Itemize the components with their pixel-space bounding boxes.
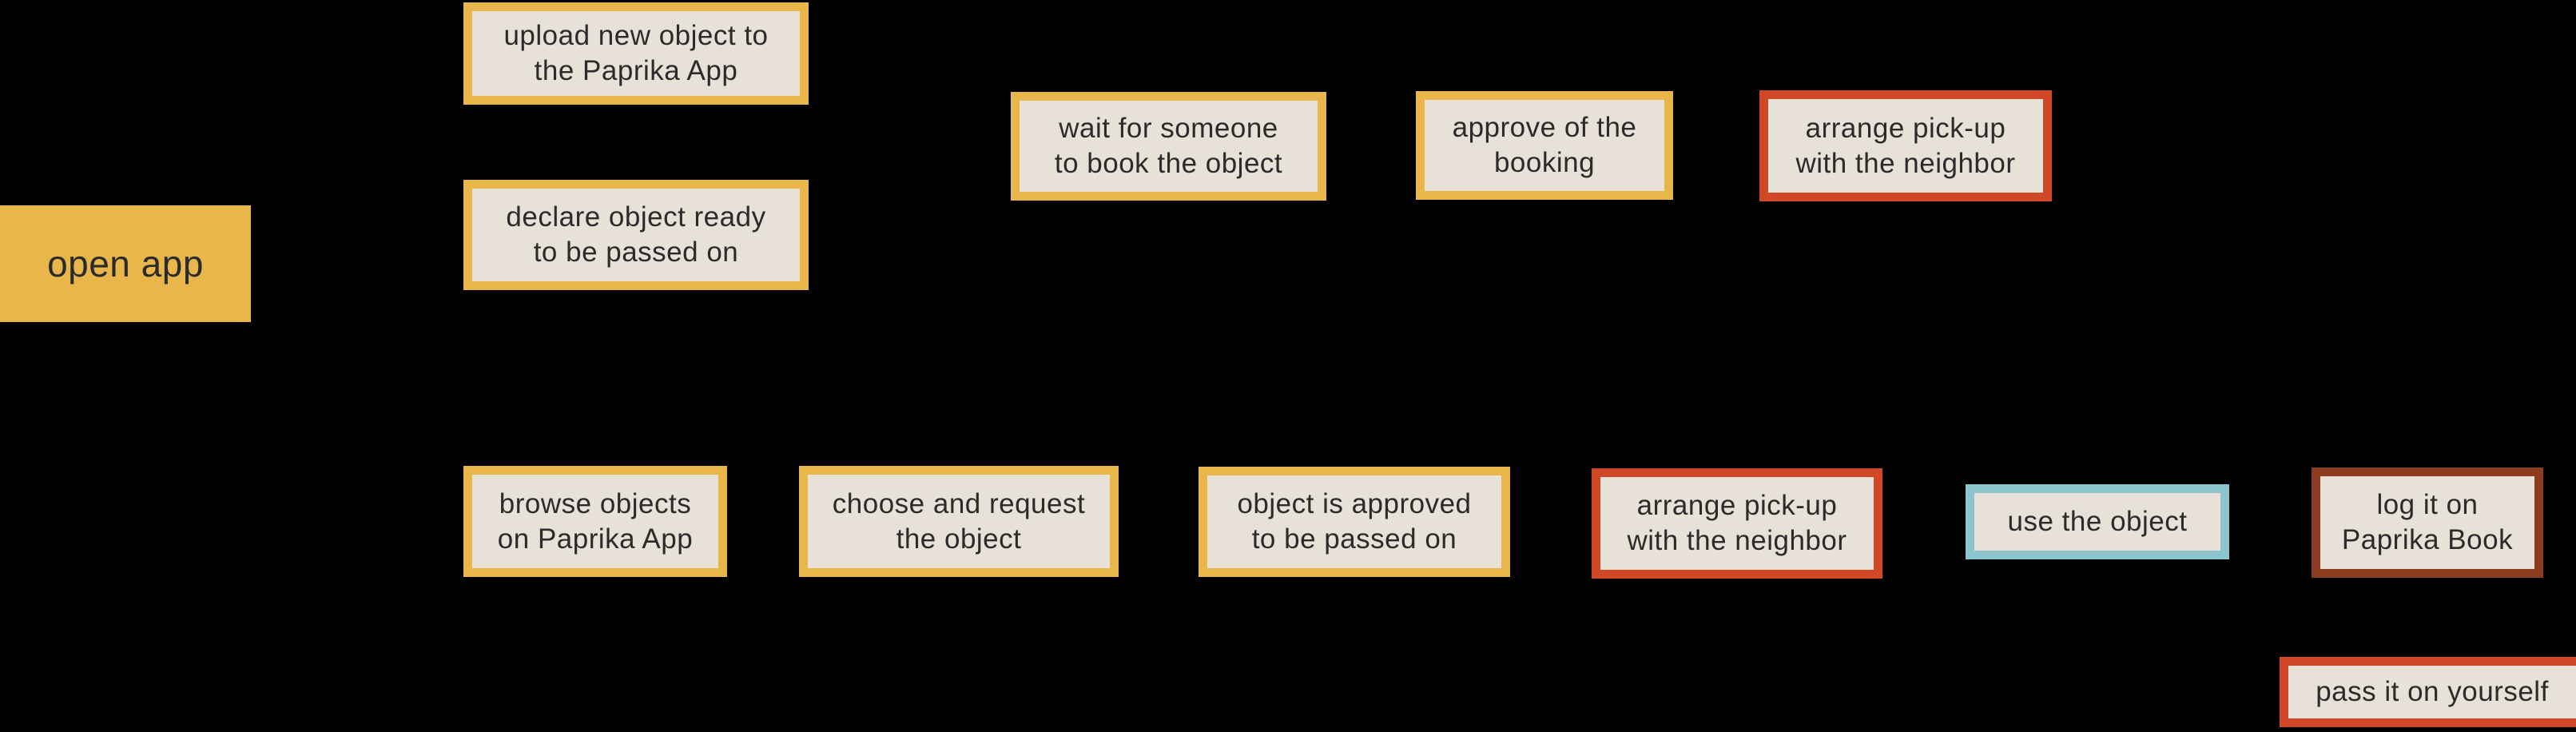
node-arrange-pickup-owner: arrange pick-up with the neighbor	[1759, 90, 2052, 201]
node-label: browse objects on Paprika App	[497, 487, 694, 555]
node-label: approve of the booking	[1452, 112, 1637, 178]
node-pass-it-on-yourself: pass it on yourself	[2280, 657, 2576, 727]
node-label: upload new object to the Paprika App	[503, 20, 769, 86]
node-log-on-paprika-book: log it on Paprika Book	[2312, 467, 2543, 578]
node-label: arrange pick-up with the neighbor	[1795, 112, 2016, 179]
node-label: open app	[47, 243, 204, 284]
node-open-app: open app	[0, 205, 251, 322]
node-label: declare object ready to be passed on	[506, 201, 766, 268]
node-label: choose and request the object	[832, 487, 1086, 555]
node-label: use the object	[2007, 506, 2188, 537]
node-upload-new-object: upload new object to the Paprika App	[463, 2, 809, 105]
node-label: pass it on yourself	[2316, 676, 2549, 707]
node-approve-booking: approve of the booking	[1416, 91, 1673, 200]
node-arrange-pickup-borrower: arrange pick-up with the neighbor	[1592, 468, 1882, 579]
node-choose-and-request: choose and request the object	[799, 466, 1119, 577]
node-label: log it on Paprika Book	[2341, 489, 2514, 555]
node-use-the-object: use the object	[1966, 484, 2229, 559]
node-label: object is approved to be passed on	[1237, 488, 1472, 555]
node-label: arrange pick-up with the neighbor	[1627, 490, 1847, 556]
node-declare-object-ready: declare object ready to be passed on	[463, 180, 809, 290]
node-wait-for-booking: wait for someone to book the object	[1011, 92, 1326, 201]
node-label: wait for someone to book the object	[1054, 113, 1283, 179]
node-object-approved: object is approved to be passed on	[1199, 467, 1510, 577]
node-browse-objects: browse objects on Paprika App	[463, 466, 727, 577]
